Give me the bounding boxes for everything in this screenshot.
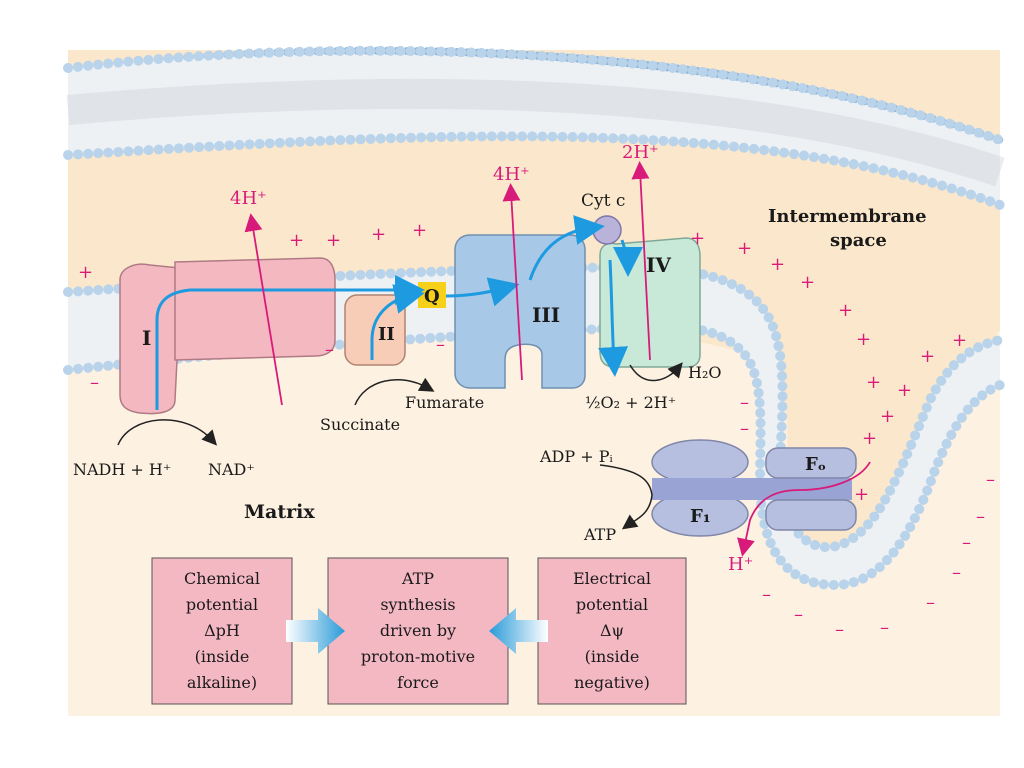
plus-sign: +	[866, 372, 881, 393]
svg-text:potential: potential	[576, 595, 648, 614]
svg-text:alkaline): alkaline)	[187, 673, 257, 692]
plus-sign: +	[862, 428, 877, 449]
plus-sign: +	[371, 224, 386, 245]
nad-label: NAD⁺	[208, 460, 255, 479]
minus-sign: –	[986, 469, 995, 490]
complex-III: III	[454, 234, 586, 389]
plus-sign: +	[800, 272, 815, 293]
minus-sign: –	[740, 418, 749, 439]
nadh-label: NADH + H⁺	[73, 460, 171, 479]
complex-IV-label: IV	[646, 253, 671, 277]
svg-text:potential: potential	[186, 595, 258, 614]
svg-text:synthesis: synthesis	[380, 595, 455, 614]
plus-sign: +	[856, 329, 871, 350]
svg-text:(inside: (inside	[585, 647, 640, 666]
intermembrane-label-1: Intermembrane	[768, 206, 927, 227]
proton-4h-2: 4H⁺	[493, 164, 530, 185]
plus-sign: +	[897, 380, 912, 401]
minus-sign: –	[952, 562, 961, 583]
fumarate-label: Fumarate	[405, 393, 484, 412]
svg-text:Electrical: Electrical	[573, 569, 651, 588]
succinate-label: Succinate	[320, 415, 400, 434]
cyt-c-label: Cyt c	[581, 191, 625, 211]
complex-I: I	[119, 257, 336, 415]
minus-sign: –	[436, 334, 445, 355]
proton-4h-1: 4H⁺	[230, 188, 267, 209]
intermembrane-label-2: space	[830, 230, 887, 251]
minus-sign: –	[926, 592, 935, 613]
proton-2h: 2H⁺	[622, 142, 659, 163]
charge-signs: + + + + + + + + + + + + + + + + + + – – …	[78, 220, 995, 640]
electrical-potential-box: Electrical potential Δψ (inside negative…	[537, 557, 687, 705]
plus-sign: +	[78, 262, 93, 283]
svg-text:force: force	[397, 673, 439, 692]
complex-II-label: II	[378, 324, 395, 345]
outer-membrane	[63, 45, 1005, 210]
svg-text:(inside: (inside	[195, 647, 250, 666]
arrow-right-icon	[286, 608, 345, 654]
minus-sign: –	[962, 532, 971, 553]
minus-sign: –	[794, 604, 803, 625]
plus-sign: +	[770, 254, 785, 275]
matrix-label: Matrix	[244, 501, 315, 523]
svg-text:driven by: driven by	[380, 621, 456, 640]
minus-sign: –	[976, 506, 985, 527]
minus-sign: –	[90, 372, 99, 393]
complex-III-label: III	[532, 303, 560, 327]
plus-sign: +	[412, 220, 427, 241]
plus-sign: +	[920, 346, 935, 367]
quinone: Q	[418, 282, 446, 308]
plus-sign: +	[838, 300, 853, 321]
oxygen-equation: ½O₂ + 2H⁺	[585, 393, 676, 412]
atp-synthesis-box: ATP synthesis driven by proton-motive fo…	[327, 557, 509, 705]
proton-arrows	[244, 161, 871, 557]
substrate-arrows	[117, 362, 683, 530]
svg-text:ΔpH: ΔpH	[204, 621, 240, 640]
complex-II: II	[344, 294, 406, 366]
minus-sign: –	[762, 584, 771, 605]
quinone-label: Q	[424, 286, 440, 307]
plus-sign: +	[326, 230, 341, 251]
proton-h-return: H⁺	[728, 554, 753, 575]
adp-label: ADP + Pᵢ	[539, 447, 613, 466]
h2o-label: H₂O	[688, 363, 721, 382]
minus-sign: –	[740, 392, 749, 413]
electron-path	[155, 215, 643, 410]
arrow-left-icon	[489, 608, 548, 654]
plus-sign: +	[690, 228, 705, 249]
minus-sign: –	[325, 339, 334, 360]
svg-text:Chemical: Chemical	[184, 569, 260, 588]
atp-synthase: Fₒ F₁	[651, 439, 857, 537]
plus-sign: +	[952, 330, 967, 351]
plus-sign: +	[880, 406, 895, 427]
minus-sign: –	[835, 619, 844, 640]
f1-label: F₁	[690, 506, 711, 527]
fo-label: Fₒ	[805, 454, 826, 475]
chemical-potential-box: Chemical potential ΔpH (inside alkaline)	[151, 557, 293, 705]
svg-text:Δψ: Δψ	[600, 621, 624, 640]
plus-sign: +	[737, 238, 752, 259]
svg-text:ATP: ATP	[401, 569, 434, 588]
minus-sign: –	[880, 617, 889, 638]
svg-text:proton-motive: proton-motive	[361, 647, 475, 666]
plus-sign: +	[289, 230, 304, 251]
complex-I-label: I	[142, 326, 151, 350]
atp-label: ATP	[583, 525, 616, 544]
cyt-c	[592, 215, 622, 245]
svg-text:negative): negative)	[574, 673, 650, 692]
plus-sign: +	[854, 484, 869, 505]
